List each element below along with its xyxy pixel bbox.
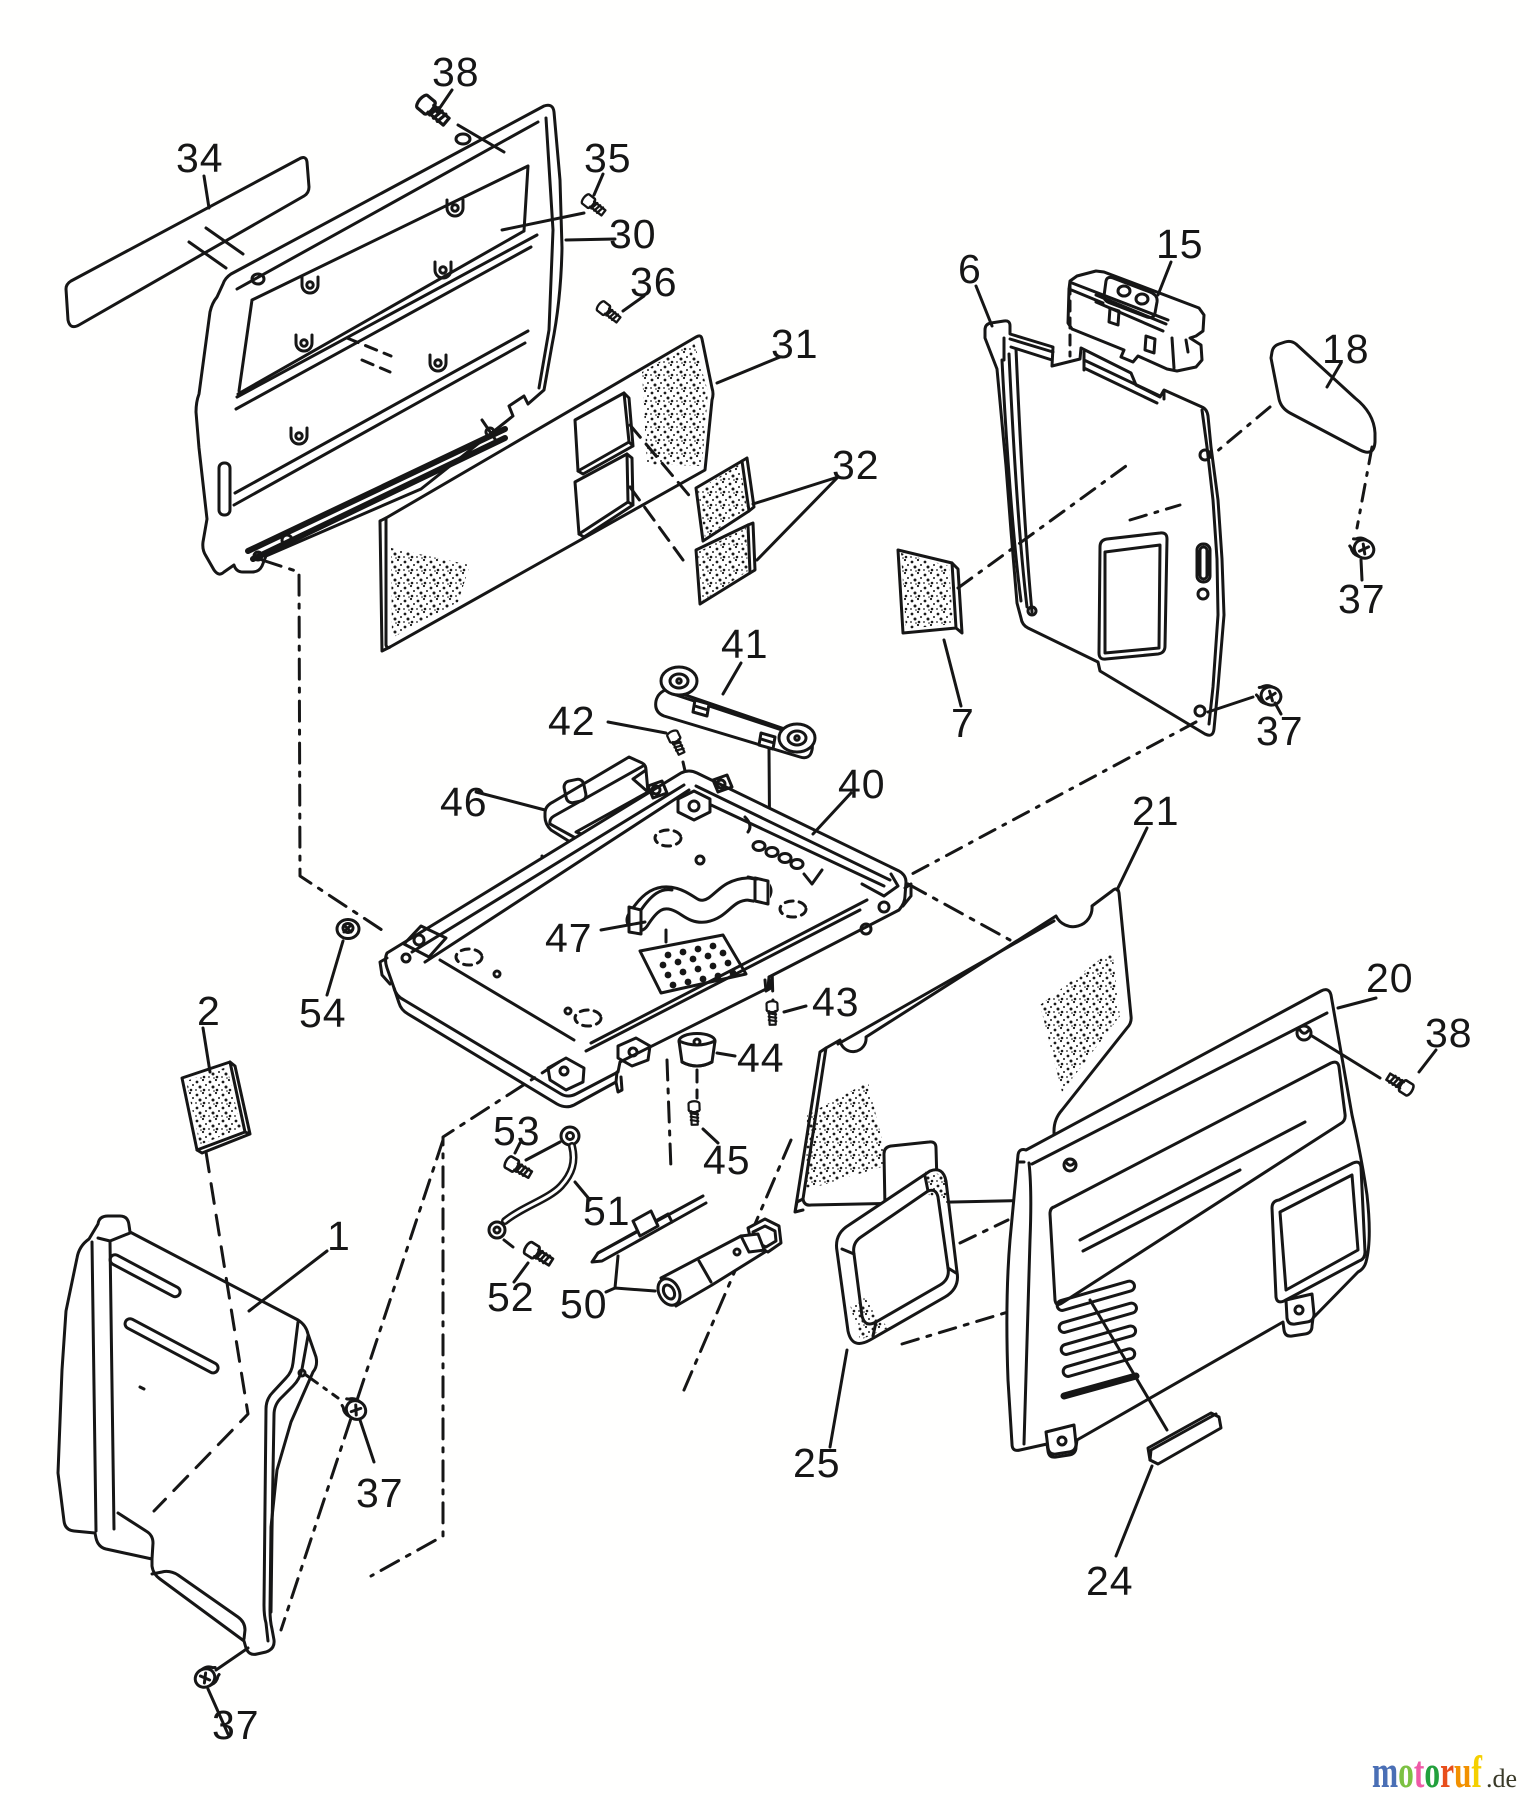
svg-text:38: 38: [432, 49, 480, 95]
svg-text:38: 38: [1425, 1010, 1473, 1056]
svg-text:43: 43: [812, 979, 860, 1025]
svg-text:motoruf: motoruf: [1372, 1746, 1482, 1797]
svg-text:6: 6: [958, 246, 982, 292]
svg-text:20: 20: [1366, 955, 1414, 1001]
svg-text:37: 37: [1256, 708, 1304, 754]
svg-text:54: 54: [299, 990, 347, 1036]
svg-text:50: 50: [560, 1281, 608, 1327]
svg-text:37: 37: [1338, 576, 1386, 622]
svg-text:37: 37: [356, 1470, 404, 1516]
svg-text:51: 51: [583, 1188, 631, 1234]
svg-text:1: 1: [327, 1213, 351, 1259]
svg-text:35: 35: [584, 135, 632, 181]
svg-text:37: 37: [212, 1702, 260, 1748]
svg-text:36: 36: [630, 259, 678, 305]
svg-text:31: 31: [771, 321, 819, 367]
svg-text:41: 41: [721, 621, 769, 667]
svg-text:24: 24: [1086, 1558, 1134, 1604]
svg-text:42: 42: [548, 698, 596, 744]
svg-text:30: 30: [609, 211, 657, 257]
svg-text:53: 53: [493, 1108, 541, 1154]
svg-text:25: 25: [793, 1440, 841, 1486]
svg-text:21: 21: [1132, 788, 1180, 834]
svg-text:46: 46: [440, 779, 488, 825]
svg-text:15: 15: [1156, 221, 1204, 267]
svg-text:52: 52: [487, 1274, 535, 1320]
svg-text:47: 47: [545, 915, 593, 961]
svg-text:7: 7: [951, 700, 975, 746]
svg-text:44: 44: [737, 1035, 785, 1081]
svg-text:2: 2: [197, 988, 221, 1034]
svg-text:45: 45: [703, 1137, 751, 1183]
svg-text:34: 34: [176, 135, 224, 181]
svg-text:32: 32: [832, 442, 880, 488]
svg-text:18: 18: [1322, 326, 1370, 372]
svg-text:.de: .de: [1486, 1764, 1517, 1793]
svg-text:40: 40: [838, 761, 886, 807]
